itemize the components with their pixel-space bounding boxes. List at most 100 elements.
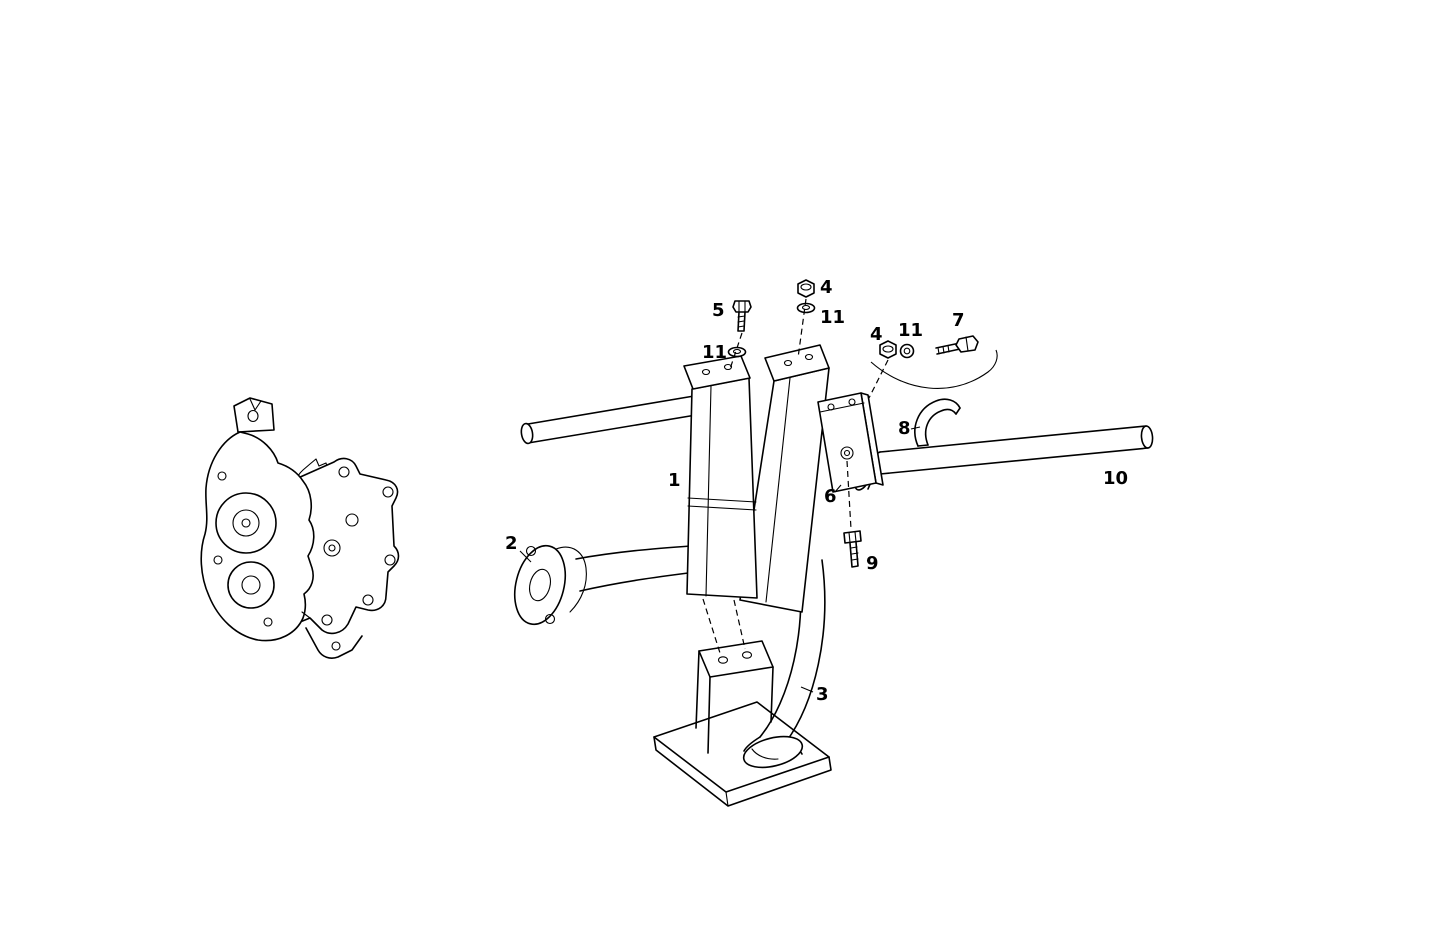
dashed-line-bolt9 [846, 460, 852, 530]
pump-bolt-hole [217, 471, 227, 481]
pad-hole [741, 651, 753, 659]
bolt-5-head [732, 300, 752, 313]
bolt-5-head-facet [738, 300, 746, 313]
upper-tube-end [520, 422, 534, 445]
leader-label-6 [834, 484, 842, 493]
pump-flange-hole [382, 486, 394, 498]
part-labels: 1 2 3 5 4 11 11 4 11 7 8 6 9 10 [505, 277, 1128, 705]
leader-curve-hardware [870, 349, 998, 389]
bolt-9-shaft [849, 541, 859, 568]
pump-flange-boss [345, 513, 359, 527]
pump-drawing [200, 397, 400, 659]
clamp-end [955, 407, 961, 415]
front-flange-hole [723, 363, 733, 371]
tube-bottom-line [879, 447, 1149, 475]
bolt-7-threads [937, 344, 950, 355]
inlet-pipe-bottom-line [579, 570, 705, 592]
rear-bracket-flange [764, 344, 830, 382]
pump-flange-hole [384, 554, 396, 566]
front-bracket-bend [705, 385, 712, 597]
dashed-line-nut4-right [868, 359, 889, 399]
pump-flange-hole [362, 594, 374, 606]
pump-flange-boss [323, 539, 341, 557]
pump-flange-hole [321, 614, 333, 626]
bolt-9-threads [850, 546, 859, 561]
front-bracket-seam [687, 505, 757, 511]
rear-flange-hole [804, 353, 814, 361]
upper-tube-top-line [527, 393, 707, 425]
pump-lug-hole [247, 409, 259, 423]
pad-hole [717, 656, 729, 664]
pump-bore-lower [227, 561, 275, 609]
pump-flange-hole [338, 466, 350, 478]
inlet-pipe-top-line [575, 544, 705, 560]
gasket-bolt-hole [544, 613, 556, 625]
part-label-6: 6 [824, 486, 837, 507]
bolt-7-head-facet [965, 336, 969, 352]
pipe-foot-flange [742, 735, 804, 769]
bracket-6-bend [819, 402, 865, 413]
pad-edge [695, 650, 700, 729]
part-label-11-top: 11 [820, 307, 845, 328]
part-label-4-right: 4 [870, 324, 883, 345]
part-label-9: 9 [866, 553, 879, 574]
clamp-outer [914, 398, 961, 447]
dashed-line-pad-right [733, 599, 746, 650]
pump-bore-lower-inner [241, 575, 261, 595]
gasket-bolt-hole [525, 545, 537, 557]
pump-edge-line [301, 611, 311, 619]
washer-11-top [796, 302, 816, 314]
pipe-right-line [785, 559, 826, 743]
bracket-assembly-drawing [683, 344, 830, 613]
pump-bottom-hole [331, 641, 341, 651]
clamp-8-drawing [914, 398, 961, 447]
part-label-4-top: 4 [820, 277, 833, 298]
pad-top-face [698, 640, 774, 678]
nut-4-right [879, 340, 897, 359]
bracket-6-top-hole [848, 398, 856, 406]
dashed-line-bolt5 [729, 332, 743, 370]
pump-bore-upper-center [241, 518, 251, 528]
pipe-foot-inner [751, 748, 779, 760]
bolt-9-head-facet [848, 531, 857, 544]
tube-right-end [1140, 425, 1154, 449]
pad-edge [707, 676, 711, 754]
clamp-inner [924, 408, 957, 446]
nut-4-top [797, 279, 815, 298]
front-bracket-flange [683, 355, 751, 390]
leader-label-8 [910, 426, 921, 430]
rear-bracket-bend [765, 377, 791, 603]
dashed-line-pad-left [702, 598, 721, 654]
inlet-flange-drawing [513, 544, 705, 626]
upper-tube-drawing [520, 393, 709, 445]
rear-flange-hole [783, 359, 793, 367]
pump-top-lug [233, 397, 275, 433]
suction-pipe-drawing [653, 555, 832, 807]
pump-lug-notch [249, 398, 262, 411]
bracket-6-hole-inner [843, 449, 851, 457]
part-label-8: 8 [898, 418, 911, 439]
nut-4-top-crown [800, 283, 812, 291]
part-label-11-right: 11 [898, 320, 923, 341]
bracket-6-top-hole [827, 403, 835, 411]
bracket-6-plate [817, 392, 877, 493]
part-label-3: 3 [816, 684, 829, 705]
gasket-center-hole [529, 568, 551, 602]
front-bracket-seam [687, 497, 757, 503]
part-label-7: 7 [952, 310, 965, 331]
leader-label-2 [519, 550, 532, 563]
bracket-6-drawing [817, 392, 884, 493]
pump-flange [297, 457, 400, 635]
part-label-10: 10 [1103, 468, 1128, 489]
upper-tube-bottom-line [527, 412, 709, 444]
gasket-flange [513, 544, 567, 626]
part-label-11-left: 11 [702, 342, 727, 363]
pump-bottom-bracket [305, 627, 363, 659]
part-label-5: 5 [712, 300, 725, 321]
pad-edge [770, 666, 774, 723]
base-corner-edge [725, 791, 729, 807]
bolt-9-head [843, 530, 862, 544]
pump-bore-upper-inner [232, 509, 260, 537]
